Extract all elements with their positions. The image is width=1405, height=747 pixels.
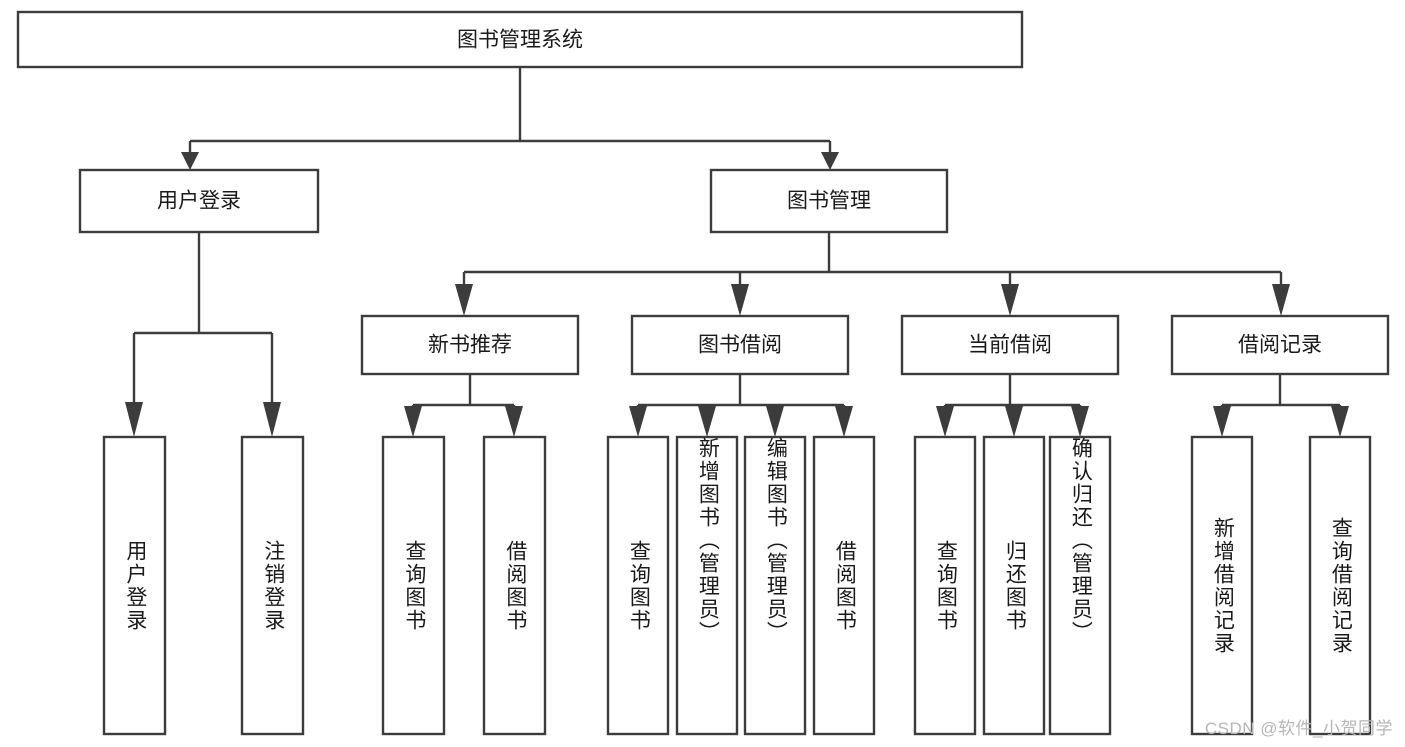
arrowhead-new-book [455,284,473,316]
arrowhead-book-borrow [731,284,749,316]
arrowhead-borrow-record-leaf-2 [1331,406,1349,437]
leaf-new-book-1-box[interactable] [381,435,446,736]
arrowhead-user-login-leaf-1 [125,402,143,437]
arrowhead-book-mgmt [821,152,839,170]
node-new-book-box[interactable] [360,314,580,376]
arrowhead-current-borrow-leaf-2 [1005,406,1023,437]
leaf-borrow-record-2-box[interactable] [1308,435,1372,736]
arrowhead-book-borrow-leaf-1 [629,406,647,437]
node-borrow-record-box[interactable] [1170,314,1390,376]
node-current-borrow-label: 当前借阅 [968,334,1052,357]
node-user-login-label: 用户登录 [157,190,241,213]
node-root-box[interactable] [16,10,1024,69]
leaf-borrow-record-1-box[interactable] [1190,435,1254,736]
leaf-user-login-2-box[interactable] [240,435,305,736]
arrowhead-borrow-record-leaf-1 [1213,406,1231,437]
arrowhead-current-borrow-leaf-1 [936,406,954,437]
watermark-text: CSDN @软件_小贺同学 [1204,719,1393,738]
node-root-label: 图书管理系统 [457,29,583,52]
node-new-book-label: 新书推荐 [428,334,512,357]
node-book-borrow-label: 图书借阅 [698,334,782,357]
arrowhead-current-borrow [1001,284,1019,316]
leaf-book-borrow-1-box[interactable] [606,435,670,736]
arrowhead-new-book-leaf-2 [505,406,523,437]
leaf-current-borrow-3-box[interactable] [1048,435,1112,736]
node-book-mgmt-box[interactable] [709,168,949,234]
leaf-new-book-2-box[interactable] [482,435,547,736]
leaf-book-borrow-4-box[interactable] [812,435,876,736]
node-borrow-record-label: 借阅记录 [1238,334,1322,357]
leaf-book-borrow-2-box[interactable] [675,435,739,736]
node-book-mgmt-label: 图书管理 [787,190,871,213]
arrowhead-new-book-leaf-1 [404,406,422,437]
node-current-borrow-box[interactable] [900,314,1120,376]
arrowhead-user-login [181,152,199,170]
arrowhead-user-login-leaf-2 [263,402,281,437]
leaf-book-borrow-3-box[interactable] [743,435,807,736]
arrowhead-book-borrow-leaf-3 [766,406,784,437]
arrowhead-current-borrow-leaf-3 [1071,406,1089,437]
leaf-current-borrow-2-box[interactable] [982,435,1046,736]
arrowhead-book-borrow-leaf-2 [698,406,716,437]
arrowhead-borrow-record [1272,284,1290,316]
arrowhead-book-borrow-leaf-4 [835,406,853,437]
leaf-current-borrow-1-box[interactable] [913,435,977,736]
leaf-user-login-1-box[interactable] [102,435,167,736]
node-book-borrow-box[interactable] [630,314,850,376]
